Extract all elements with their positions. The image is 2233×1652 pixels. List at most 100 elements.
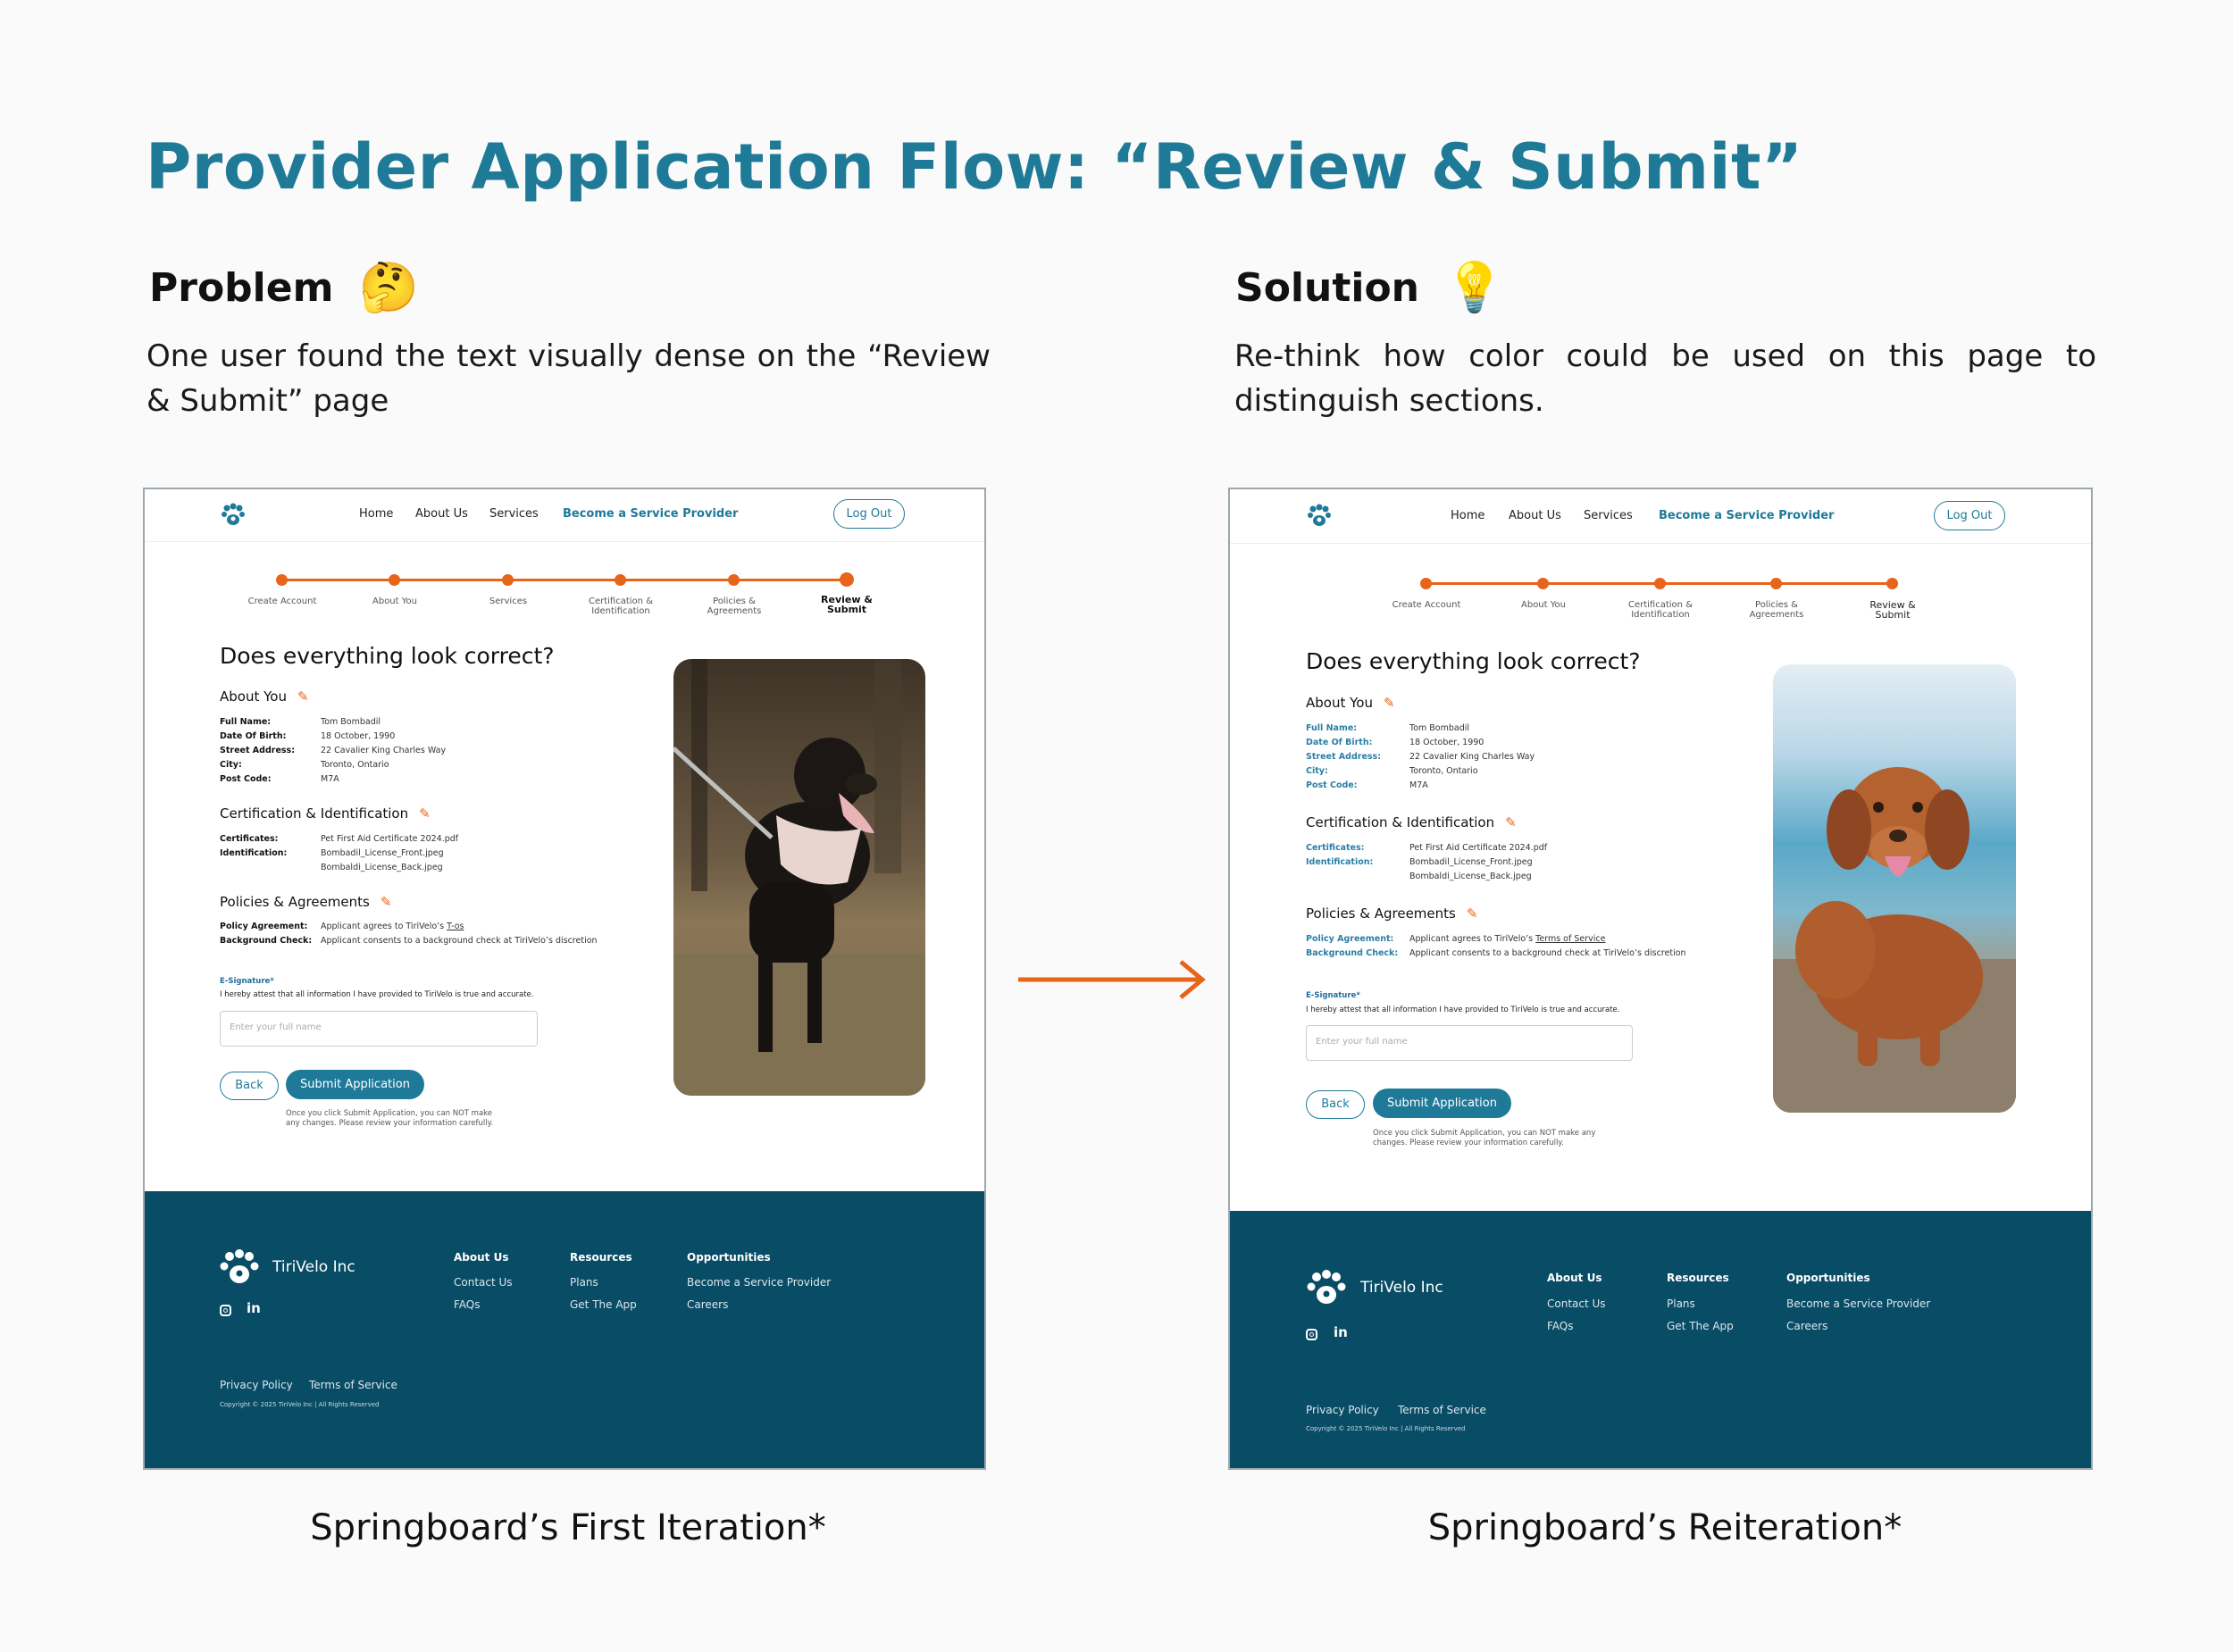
footer-link[interactable]: Get The App xyxy=(570,1298,637,1311)
submit-note: Once you click Submit Application, you c… xyxy=(286,1109,494,1128)
nav-become-provider[interactable]: Become a Service Provider xyxy=(1659,509,1835,522)
field-value: Tom Bombadil xyxy=(1409,723,1470,733)
footer-link[interactable]: FAQs xyxy=(1547,1320,1574,1332)
submit-application-button[interactable]: Submit Application xyxy=(1373,1089,1511,1118)
footer-link[interactable]: Become a Service Provider xyxy=(1786,1297,1931,1310)
privacy-link[interactable]: Privacy Policy xyxy=(1306,1404,1379,1416)
field-value: Applicant consents to a background check… xyxy=(321,936,598,946)
cert-heading-label: Certification & Identification xyxy=(220,805,409,822)
paw-logo-icon xyxy=(1307,1270,1346,1304)
back-button[interactable]: Back xyxy=(1306,1090,1365,1119)
field-value: 18 October, 1990 xyxy=(1409,738,1484,747)
footer-link[interactable]: Contact Us xyxy=(454,1276,513,1289)
solution-heading: Solution 💡 xyxy=(1235,259,1504,316)
footer-link[interactable]: Get The App xyxy=(1667,1320,1734,1332)
edit-pencil-icon[interactable]: ✎ xyxy=(380,894,392,910)
edit-pencil-icon[interactable]: ✎ xyxy=(1383,695,1395,711)
field-label: Policy Agreement: xyxy=(220,922,308,931)
site-footer: TiriVelo Inc in About Us Contact Us FAQs… xyxy=(145,1191,984,1468)
field-label: City: xyxy=(220,760,242,770)
problem-heading-label: Problem xyxy=(149,264,334,311)
lightbulb-icon: 💡 xyxy=(1444,259,1505,315)
step-label: Services xyxy=(489,597,528,606)
footer-link[interactable]: Plans xyxy=(570,1276,598,1289)
nav-about[interactable]: About Us xyxy=(1509,509,1561,522)
edit-pencil-icon[interactable]: ✎ xyxy=(1505,814,1517,830)
solution-heading-label: Solution xyxy=(1235,264,1419,311)
right-arrow-icon xyxy=(1018,960,1206,999)
field-label: Date Of Birth: xyxy=(220,731,287,741)
submit-application-button[interactable]: Submit Application xyxy=(286,1070,424,1099)
step-label: About You xyxy=(1521,600,1566,610)
dog-photo xyxy=(673,659,925,1096)
footer-col-heading: Opportunities xyxy=(1786,1272,1870,1284)
step-label: Create Account xyxy=(1392,600,1461,610)
site-footer: TiriVelo Inc in About Us Contact Us FAQs… xyxy=(1230,1211,2091,1468)
nav-services[interactable]: Services xyxy=(489,507,539,521)
review-question: Does everything look correct? xyxy=(1306,648,1641,674)
nav-become-provider[interactable]: Become a Service Provider xyxy=(563,507,739,521)
dog-photo xyxy=(1773,664,2016,1113)
footer-link[interactable]: Become a Service Provider xyxy=(687,1276,832,1289)
field-value: M7A xyxy=(321,774,339,784)
privacy-link[interactable]: Privacy Policy xyxy=(220,1379,293,1391)
field-label: Street Address: xyxy=(220,746,295,755)
step-dot xyxy=(615,574,626,586)
nav-about[interactable]: About Us xyxy=(415,507,468,521)
terms-link[interactable]: Terms of Service xyxy=(309,1379,397,1391)
field-value: Bombaldi_License_Back.jpeg xyxy=(321,863,443,872)
footer-link[interactable]: FAQs xyxy=(454,1298,481,1311)
field-value: Pet First Aid Certificate 2024.pdf xyxy=(321,834,459,844)
footer-col-heading: About Us xyxy=(1547,1272,1602,1284)
site-header: Home About Us Services Become a Service … xyxy=(1230,489,2091,544)
back-button[interactable]: Back xyxy=(220,1072,279,1100)
edit-pencil-icon[interactable]: ✎ xyxy=(1466,905,1478,922)
nav-home[interactable]: Home xyxy=(359,507,394,521)
attest-text: I hereby attest that all information I h… xyxy=(220,990,534,999)
field-value: Bombadil_License_Front.jpeg xyxy=(321,848,444,858)
step-label: Certification & Identification xyxy=(588,597,653,616)
footer-link[interactable]: Careers xyxy=(1786,1320,1828,1332)
instagram-icon[interactable] xyxy=(1306,1329,1317,1340)
linkedin-icon[interactable]: in xyxy=(247,1300,261,1316)
review-question: Does everything look correct? xyxy=(220,643,555,669)
logout-button[interactable]: Log Out xyxy=(1934,501,2005,530)
copyright: Copyright © 2025 TiriVelo Inc | All Righ… xyxy=(220,1401,380,1408)
problem-text: One user found the text visually dense o… xyxy=(146,338,991,419)
solution-text: Re-think how color could be used on this… xyxy=(1234,338,2096,419)
signature-input[interactable]: Enter your full name xyxy=(1306,1025,1633,1061)
field-value: Applicant agrees to TiriVelo’s Terms of … xyxy=(1409,934,1605,944)
footer-link[interactable]: Careers xyxy=(687,1298,729,1311)
first-iteration-screenshot: Home About Us Services Become a Service … xyxy=(143,488,986,1470)
step-dot xyxy=(728,574,740,586)
policies-heading-label: Policies & Agreements xyxy=(1306,905,1456,922)
step-dot-current xyxy=(840,572,854,587)
step-label: About You xyxy=(372,597,417,606)
field-label: City: xyxy=(1306,766,1328,776)
footer-link[interactable]: Contact Us xyxy=(1547,1297,1606,1310)
field-value: Toronto, Ontario xyxy=(1409,766,1478,776)
field-value: Applicant agrees to TiriVelo’s T-os xyxy=(321,922,464,931)
footer-col-heading: Opportunities xyxy=(687,1251,771,1264)
footer-link[interactable]: Plans xyxy=(1667,1297,1695,1310)
terms-link[interactable]: T-os xyxy=(447,922,464,931)
field-value: 22 Cavalier King Charles Way xyxy=(321,746,447,755)
linkedin-icon[interactable]: in xyxy=(1334,1324,1348,1340)
field-label: Certificates: xyxy=(1306,843,1365,853)
step-dot xyxy=(1420,578,1432,589)
edit-pencil-icon[interactable]: ✎ xyxy=(297,688,309,705)
problem-heading: Problem 🤔 xyxy=(149,259,419,316)
field-value: M7A xyxy=(1409,780,1428,790)
instagram-icon[interactable] xyxy=(220,1305,231,1316)
field-label: Identification: xyxy=(220,848,288,858)
field-label: Policy Agreement: xyxy=(1306,934,1394,944)
terms-link[interactable]: Terms of Service xyxy=(1535,934,1606,944)
nav-home[interactable]: Home xyxy=(1451,509,1485,522)
terms-link[interactable]: Terms of Service xyxy=(1398,1404,1486,1416)
signature-placeholder: Enter your full name xyxy=(1316,1037,1408,1047)
step-dot xyxy=(276,574,288,586)
edit-pencil-icon[interactable]: ✎ xyxy=(419,805,431,822)
nav-services[interactable]: Services xyxy=(1584,509,1633,522)
signature-input[interactable]: Enter your full name xyxy=(220,1011,538,1047)
logout-button[interactable]: Log Out xyxy=(833,499,905,529)
